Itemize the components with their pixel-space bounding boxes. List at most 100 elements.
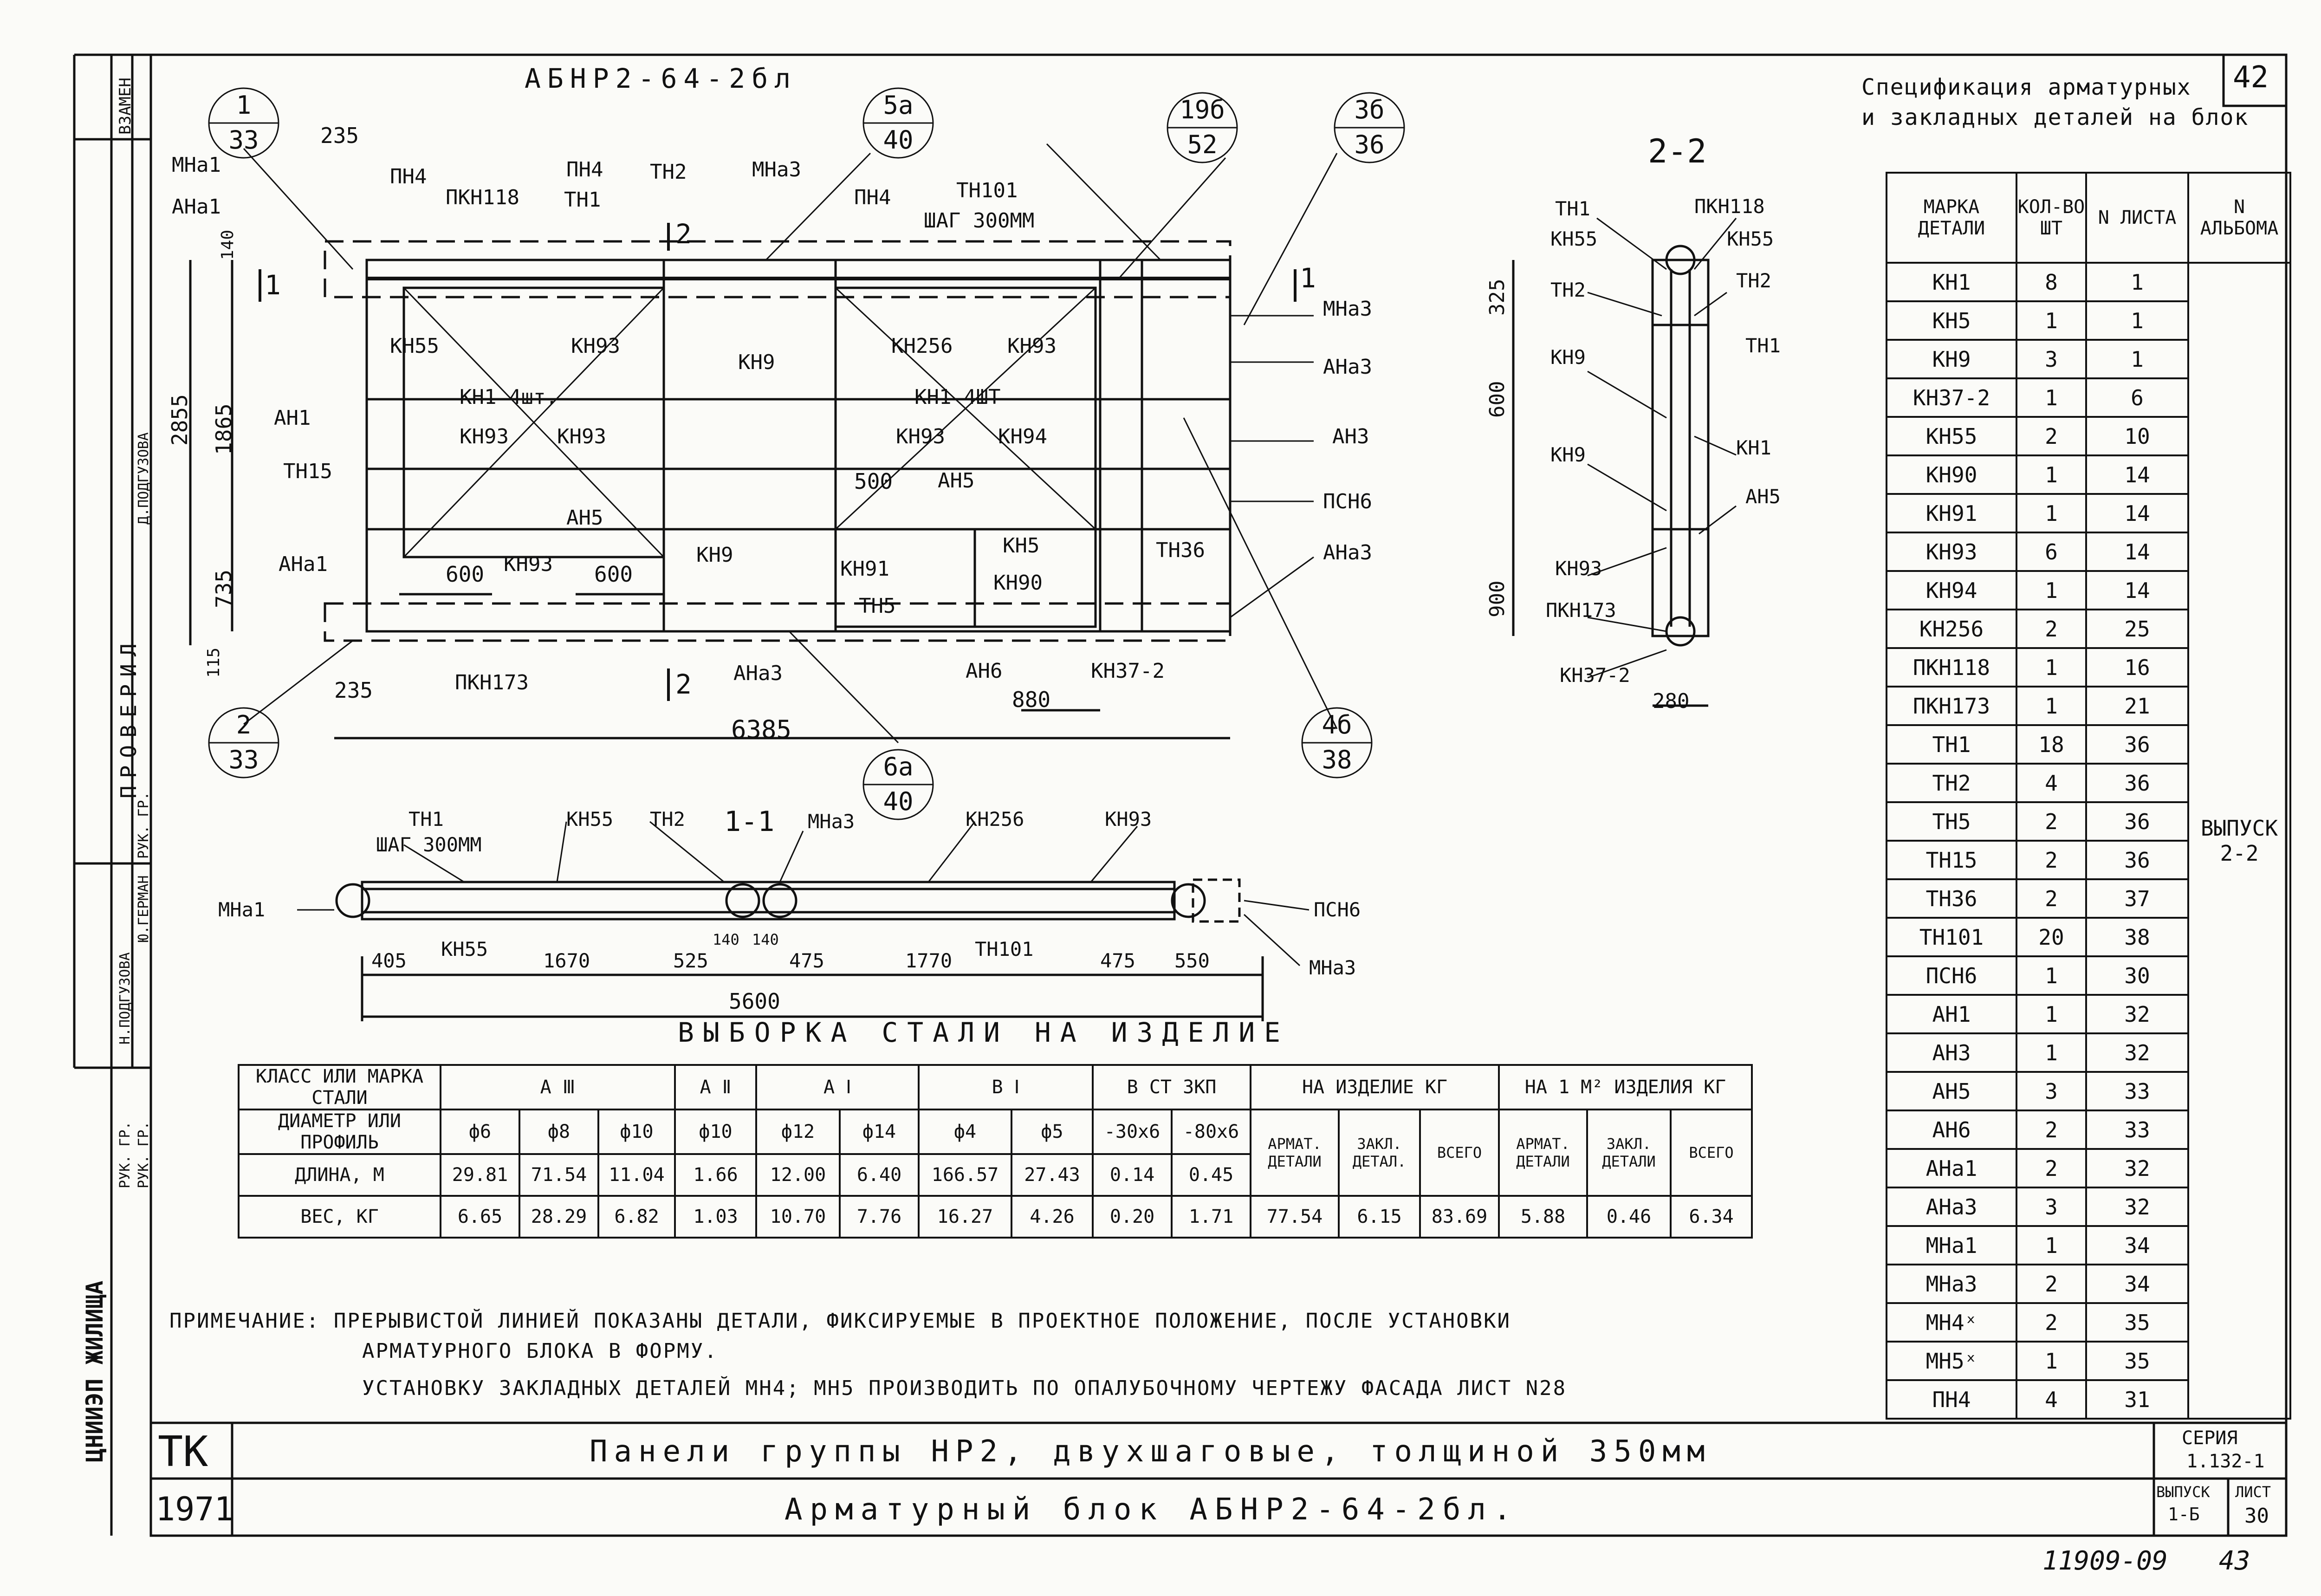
section-2-2-dimension: 280 xyxy=(1653,689,1690,713)
callout-num: 5а xyxy=(883,91,914,120)
spec-qty: 6 xyxy=(2016,532,2087,572)
dimension: 235 xyxy=(334,678,373,703)
spec-qty: 1 xyxy=(2016,1032,2087,1073)
spec-sheet: 36 xyxy=(2085,724,2189,765)
spec-qty: 2 xyxy=(2016,1302,2087,1343)
steel-class-a3: А Ⅲ xyxy=(440,1064,676,1110)
spec-header-qty: КОЛ-ВО ШТ xyxy=(2016,172,2087,264)
main-view-label: ТН36 xyxy=(1156,538,1205,562)
steel-sub-header: АРМАТ. ДЕТАЛИ xyxy=(1498,1109,1588,1197)
spec-qty: 2 xyxy=(2016,416,2087,456)
spec-qty: 4 xyxy=(2016,763,2087,803)
spec-mark: ТН36 xyxy=(1886,878,2017,919)
dimension: 140 xyxy=(218,229,237,260)
spec-qty: 1 xyxy=(2016,1225,2087,1265)
main-view-label: АНа3 xyxy=(1323,541,1372,564)
steel-table: КЛАСС ИЛИ МАРКА СТАЛИ А Ⅲ А Ⅱ А Ⅰ В Ⅰ В … xyxy=(238,1064,1753,1239)
main-view-label: ПН4 xyxy=(390,165,427,188)
spec-mark: ПКН118 xyxy=(1886,647,2017,688)
steel-len-label: ДЛИНА, М xyxy=(238,1153,441,1197)
section-1-1-dimension: 475 xyxy=(1100,949,1135,972)
section-1-1-label: КН93 xyxy=(1105,808,1152,830)
steel-weight: 0.20 xyxy=(1092,1195,1173,1239)
section-1-1-label: КН55 xyxy=(566,808,614,830)
spec-qty: 2 xyxy=(2016,878,2087,919)
callout-den: 40 xyxy=(883,125,914,155)
sheet-value: 30 xyxy=(2244,1504,2269,1528)
spec-qty: 2 xyxy=(2016,1148,2087,1188)
spec-table: МАРКА ДЕТАЛИ КОЛ-ВО ШТ N ЛИСТА N АЛЬБОМА… xyxy=(1886,172,2291,1420)
steel-weight: 6.34 xyxy=(1670,1195,1753,1239)
steel-weight: 6.15 xyxy=(1338,1195,1421,1239)
steel-class-a2: А Ⅱ xyxy=(674,1064,757,1110)
spec-sheet: 14 xyxy=(2085,454,2189,495)
spec-mark: ПСН6 xyxy=(1886,955,2017,996)
dimension: 600 xyxy=(446,562,485,587)
stamp-name-2: Н.ПОДГУЗОВА xyxy=(117,952,133,1045)
title-line-1: Панели группы НР2, двухшаговые, толщиной… xyxy=(590,1434,1712,1469)
main-view-label: КН9 xyxy=(696,543,733,567)
spec-sheet: 16 xyxy=(2085,647,2189,688)
title-tk: ТК xyxy=(158,1427,208,1476)
spec-mark: АН3 xyxy=(1886,1032,2017,1073)
spec-sheet: 30 xyxy=(2085,955,2189,996)
dimension: 600 xyxy=(594,562,633,587)
spec-qty: 4 xyxy=(2016,1379,2087,1420)
steel-sub-header: ЗАКЛ. ДЕТАЛ. xyxy=(1338,1109,1421,1197)
spec-mark: КН93 xyxy=(1886,532,2017,572)
spec-mark: АН5 xyxy=(1886,1071,2017,1111)
steel-length: 1.66 xyxy=(674,1153,757,1197)
sheet-label: ЛИСТ xyxy=(2235,1483,2271,1501)
section-1-1-dimension: 405 xyxy=(371,949,407,972)
spec-mark: МН5ˣ xyxy=(1886,1341,2017,1381)
main-view-label: АНа1 xyxy=(172,195,221,219)
spec-sheet: 34 xyxy=(2085,1225,2189,1265)
main-view-label: КН93 xyxy=(504,552,553,576)
section-2-2-label: КН93 xyxy=(1555,557,1602,580)
main-view-label: ШАГ 300ММ xyxy=(924,209,1035,233)
section-1-1-dimension: 5600 xyxy=(729,989,780,1014)
callout-den: 33 xyxy=(228,125,259,155)
steel-wt-label: ВЕС, КГ xyxy=(238,1195,441,1239)
spec-mark: КН55 xyxy=(1886,416,2017,456)
section-1-1-label: ШАГ 300ММ xyxy=(376,833,482,856)
spec-mark: ТН1 xyxy=(1886,724,2017,765)
callout-num: 6а xyxy=(883,752,914,781)
steel-class-vst: В СТ 3КП xyxy=(1092,1064,1251,1110)
archive-number: 11909-09 xyxy=(2042,1546,2168,1576)
main-view-label: ТН15 xyxy=(283,460,332,483)
spec-qty: 20 xyxy=(2016,917,2087,957)
spec-qty: 2 xyxy=(2016,840,2087,880)
spec-mark: МН4ˣ xyxy=(1886,1302,2017,1343)
callout-den: 52 xyxy=(1187,130,1218,159)
spec-mark: КН256 xyxy=(1886,609,2017,649)
steel-diam: ф8 xyxy=(519,1109,599,1155)
section-1-1-dimension: 475 xyxy=(789,949,824,972)
spec-sheet: 33 xyxy=(2085,1071,2189,1111)
spec-mark: КН1 xyxy=(1886,262,2017,302)
main-view-label: КН91 xyxy=(840,557,889,581)
spec-mark: КН91 xyxy=(1886,493,2017,533)
steel-diam: ф12 xyxy=(755,1109,841,1155)
main-view-label: АНа3 xyxy=(1323,355,1372,379)
spec-album: ВЫПУСК 2-2 xyxy=(2187,262,2291,1420)
dimension: 500 xyxy=(854,469,893,494)
spec-sheet: 25 xyxy=(2085,609,2189,649)
main-view-label: АН5 xyxy=(566,506,603,530)
steel-h-class: КЛАСС ИЛИ МАРКА СТАЛИ xyxy=(238,1064,441,1110)
main-view-label: ПСН6 xyxy=(1323,490,1372,513)
spec-mark: ТН101 xyxy=(1886,917,2017,957)
spec-qty: 1 xyxy=(2016,955,2087,996)
steel-weight: 0.46 xyxy=(1586,1195,1672,1239)
spec-qty: 1 xyxy=(2016,1341,2087,1381)
spec-sheet: 32 xyxy=(2085,994,2189,1034)
steel-length: 27.43 xyxy=(1011,1153,1094,1197)
stamp-role-3: РУК. ГР. xyxy=(136,792,152,859)
section-1-1-label: ПСН6 xyxy=(1314,898,1361,921)
spec-qty: 1 xyxy=(2016,454,2087,495)
